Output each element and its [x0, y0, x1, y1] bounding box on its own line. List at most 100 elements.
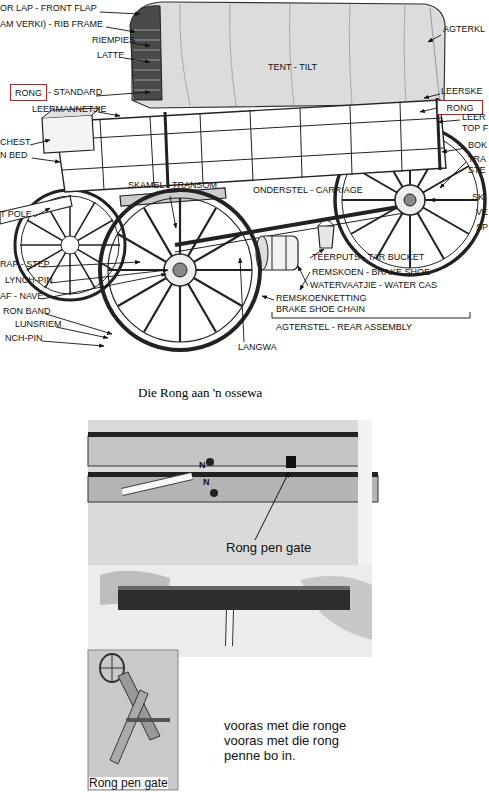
leader-lines — [56, 327, 108, 338]
part-label: REMSKOENKETTING — [276, 294, 367, 303]
disselboom-pole — [0, 196, 72, 224]
leader-lines — [170, 196, 176, 228]
rib-frame — [130, 6, 162, 100]
part-label: N BED — [0, 151, 28, 160]
photo-rong-gate — [88, 436, 360, 466]
part-label: NCH-PIN — [5, 334, 43, 343]
photo-note: Rong pen gate — [226, 541, 311, 554]
photo-rong-gate — [255, 472, 289, 540]
part-label: BRAKE SHOE CHAIN — [276, 305, 365, 314]
caption: Die Rong aan 'n ossewa — [138, 386, 262, 399]
disselboom-pole — [0, 196, 72, 224]
front-wheel — [100, 190, 260, 350]
leader-lines — [42, 274, 166, 299]
part-label: VE — [476, 208, 488, 217]
part-label: AM VERKI) - RIB FRAME — [0, 20, 103, 29]
part-label: TOP F — [462, 124, 488, 133]
part-label: CHEST — [0, 138, 31, 147]
part-label: OR LAP - FRONT FLAP — [0, 4, 97, 13]
part-label: SK — [472, 193, 484, 202]
leader-lines — [440, 162, 466, 188]
photo-rong-gate — [122, 476, 192, 492]
part-label: T POLE — [0, 210, 32, 219]
leader-lines — [420, 108, 437, 112]
photo-axle — [88, 650, 178, 790]
front-wheel — [100, 190, 260, 350]
part-name: RONG — [447, 103, 474, 113]
leader-lines — [100, 12, 140, 14]
part-label: BOK — [468, 141, 487, 150]
leader-lines — [32, 158, 60, 162]
far-wheel — [61, 236, 79, 254]
front-wheel — [164, 254, 196, 286]
part-label: TRA — [468, 155, 486, 164]
part-label: RON BAND — [3, 307, 51, 316]
leader-lines — [30, 140, 50, 145]
photo-rong-gate — [286, 456, 296, 468]
photo-note: penne bo in. — [224, 749, 296, 762]
leader-lines — [262, 296, 274, 300]
photo-mark: N — [203, 478, 210, 487]
part-label: RAP - STEP — [0, 260, 50, 269]
water-cask — [272, 236, 286, 270]
part-label: LYNCH-PIN — [5, 276, 53, 285]
leader-lines — [438, 120, 460, 122]
photo-axle — [88, 650, 178, 790]
rib-frame — [130, 6, 162, 100]
leader-lines — [430, 200, 470, 201]
leader-lines — [106, 27, 135, 32]
photo-rong-pin — [118, 586, 350, 610]
rear-wheel — [404, 194, 416, 206]
wagon-bed — [55, 100, 446, 192]
leader-lines — [96, 92, 150, 96]
wagon-bed — [165, 98, 440, 188]
part-label: WATERVAATJIE - WATER CAS — [310, 281, 437, 290]
leader-lines — [442, 148, 466, 152]
photo-rong-pin — [229, 610, 230, 646]
tar-bucket — [318, 226, 334, 248]
tar-bucket — [318, 220, 334, 226]
photo-rong-gate — [88, 420, 378, 565]
part-label: SP — [476, 223, 488, 232]
leader-lines — [298, 266, 308, 286]
wagon-chest — [42, 115, 94, 153]
part-label: LEERMANNETJIE — [32, 105, 107, 114]
photo-rong-pin — [229, 610, 230, 646]
leader-lines — [428, 35, 441, 42]
part-label: TENT - TILT — [268, 63, 317, 72]
leader-lines — [34, 208, 50, 217]
photo-rong-gate — [88, 472, 378, 477]
part-label: LATTE — [97, 51, 124, 60]
part-name: RONG — [15, 88, 42, 98]
photo-note: Rong pen gate — [89, 777, 168, 789]
tar-bucket — [318, 220, 334, 248]
leader-lines — [30, 12, 470, 346]
tent-tilt — [132, 2, 445, 108]
tent-tilt — [132, 2, 445, 108]
photo-rong-gate — [88, 476, 378, 502]
part-label: RIEMPIES — [92, 36, 135, 45]
wagon-chest — [42, 108, 100, 153]
photo-note: vooras met die ronge — [224, 719, 346, 732]
part-label: AGTERKL — [443, 25, 485, 34]
part-label: AF - NAVE — [0, 292, 43, 301]
part-label: SKAMEL - TRANSOM — [128, 181, 217, 190]
leader-lines — [424, 94, 440, 98]
photo-rong-gate — [206, 458, 214, 466]
photo-mark: N — [199, 461, 206, 470]
front-wheel — [173, 263, 187, 277]
leader-lines — [124, 58, 150, 62]
part-label: TEERPUTS - TAR BUCKET — [312, 253, 424, 262]
front-wheel — [108, 198, 252, 342]
tent-tilt — [430, 8, 440, 104]
photo-axle — [126, 718, 170, 722]
photo-rong-pin — [88, 565, 372, 657]
part-label: LEERSKE — [441, 87, 483, 96]
part-label: STE — [468, 166, 486, 175]
leader-lines — [240, 258, 244, 342]
leader-lines — [42, 341, 104, 346]
photo-note: vooras met die rong — [224, 734, 339, 747]
leader-lines — [42, 262, 140, 267]
